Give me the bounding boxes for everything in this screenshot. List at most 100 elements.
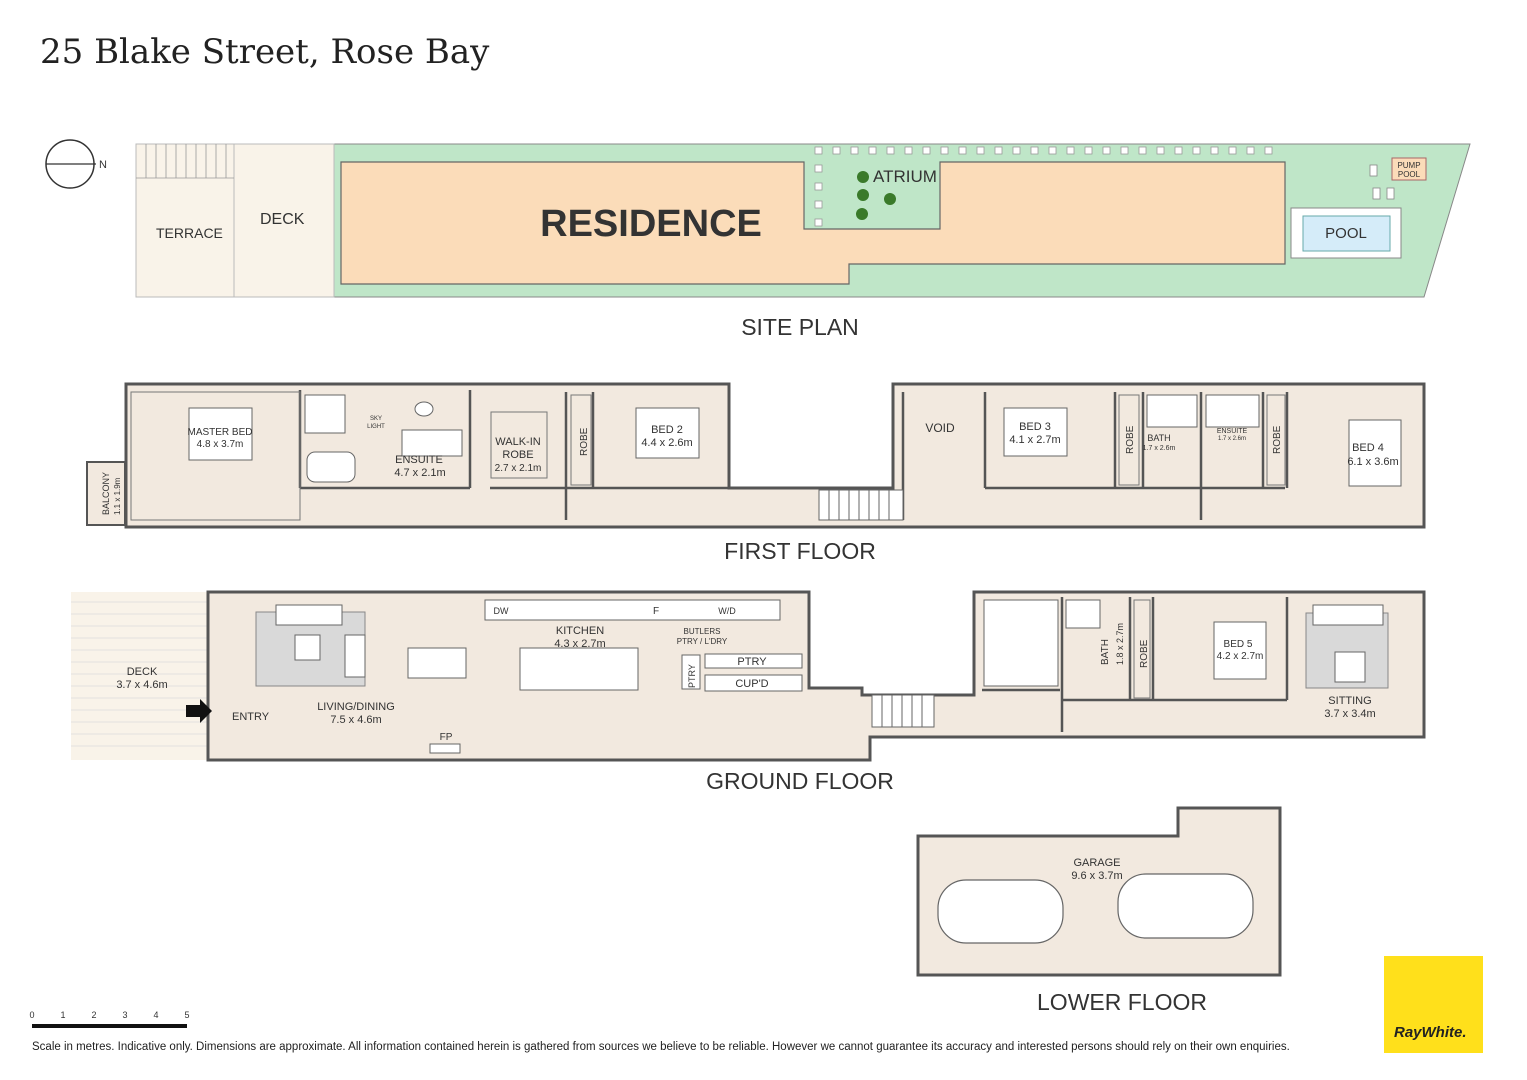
raywhite-logo[interactable]: RayWhite. — [1384, 956, 1483, 1053]
residence-label: RESIDENCE — [540, 203, 762, 245]
garden-pavers — [814, 146, 1273, 227]
pump-label: PUMP — [1397, 161, 1420, 170]
pantry-shelf — [704, 653, 803, 669]
pantry-cabinet — [681, 654, 701, 690]
balcony-label: BALCONY — [101, 472, 111, 515]
bed5-label: BED 5 — [1224, 639, 1253, 650]
balcony-dim: 1.1 x 1.9m — [113, 477, 122, 515]
pool — [1302, 215, 1391, 252]
sofa-icon — [1312, 604, 1384, 626]
pool-label: POOL — [1325, 225, 1367, 242]
terrace-area — [135, 143, 235, 298]
ground-floor: DECK 3.7 x 4.6m ENTRY LIVING/DINING 7.5 … — [71, 590, 1426, 794]
bed4-icon — [1348, 419, 1402, 487]
tree-icon — [856, 208, 868, 220]
deck-dim: 3.7 x 4.6m — [116, 679, 167, 691]
bed2-label: BED 2 — [651, 424, 683, 436]
robe-label: ROBE — [1272, 425, 1283, 454]
entry-arrow-icon — [186, 699, 212, 723]
toilet-icon — [414, 401, 434, 417]
washer-dryer-label: W/D — [718, 606, 736, 616]
tree-icon — [857, 189, 869, 201]
kitchen-label: KITCHEN — [556, 625, 604, 637]
terrace-label: TERRACE — [156, 225, 223, 241]
bathtub-icon — [306, 451, 356, 483]
car-icon — [937, 879, 1064, 944]
atrium-label: ATRIUM — [873, 167, 937, 186]
scale-tick: 3 — [122, 1010, 127, 1020]
walkin-label: WALK-IN — [495, 436, 540, 448]
master-bed-label: MASTER BED — [187, 427, 252, 438]
void-label: VOID — [925, 421, 955, 435]
bed3-dim: 4.1 x 2.7m — [1009, 434, 1060, 446]
sofa-icon — [344, 634, 366, 678]
entry-label: ENTRY — [232, 711, 270, 723]
shower-icon — [1065, 599, 1101, 629]
sofa-icon — [275, 604, 343, 626]
scale-tick: 4 — [153, 1010, 158, 1020]
lower-floor: GARAGE 9.6 x 3.7m LOWER FLOOR — [916, 806, 1282, 1015]
site-plan-heading: SITE PLAN — [741, 314, 859, 340]
cupboard-label: CUP'D — [735, 678, 768, 690]
vanity-icon — [401, 429, 463, 457]
ensuite2-dim: 1.7 x 2.6m — [1218, 436, 1246, 442]
robe-label: ROBE — [1125, 425, 1136, 454]
butlers-label: BUTLERS — [684, 627, 721, 636]
kitchen-island — [519, 647, 639, 691]
shower-icon — [1205, 394, 1260, 428]
first-floor: BALCONY 1.1 x 1.9m — [86, 382, 1426, 564]
bath-dim: 1.8 x 2.7m — [1115, 623, 1125, 665]
scale-tick: 0 — [29, 1010, 34, 1020]
scale-tick: 2 — [91, 1010, 96, 1020]
living-dim: 7.5 x 4.6m — [330, 714, 381, 726]
sitting-label: SITTING — [1328, 695, 1371, 707]
garage-dim: 9.6 x 3.7m — [1071, 870, 1122, 882]
bed5-icon — [1213, 621, 1267, 680]
ground-floor-heading: GROUND FLOOR — [706, 768, 894, 794]
bed5-dim: 4.2 x 2.7m — [1217, 651, 1264, 662]
first-floor-outline — [124, 382, 1426, 529]
dishwasher-label: DW — [494, 606, 509, 616]
robe-label: ROBE — [1139, 639, 1150, 668]
stairs-ground-floor — [871, 694, 935, 728]
car-icon — [1117, 873, 1254, 939]
kitchen-bench — [484, 599, 781, 621]
pantry-side-label: PTRY — [687, 664, 697, 688]
bath-dim: 1.7 x 2.6m — [1143, 445, 1176, 452]
skylight-label-2: LIGHT — [367, 424, 385, 430]
page-title: 25 Blake Street, Rose Bay — [40, 32, 490, 72]
garage-label: GARAGE — [1073, 857, 1120, 869]
pantry-label: PTRY — [737, 656, 767, 668]
fireplace-label: FP — [440, 732, 453, 743]
butlers-sub-label: PTRY / L'DRY — [677, 637, 728, 646]
stairs-lower-icon — [983, 599, 1059, 687]
bed2-icon — [635, 407, 700, 459]
skylight-label: SKY — [370, 416, 382, 422]
bath-label: BATH — [1100, 639, 1111, 665]
master-bed-dim: 4.8 x 3.7m — [197, 439, 244, 450]
disclaimer-text: Scale in metres. Indicative only. Dimens… — [32, 1041, 1290, 1053]
robe-label: ROBE — [579, 427, 590, 456]
shower-icon — [1146, 394, 1198, 428]
bed3-icon — [1003, 407, 1068, 457]
walkin-robe-label: ROBE — [502, 449, 533, 461]
scale-bar: 0 1 2 3 4 5 — [29, 1010, 190, 1028]
pump-pool-label: POOL — [1398, 170, 1421, 179]
north-label: N — [99, 159, 107, 171]
bed4-dim: 6.1 x 3.6m — [1347, 456, 1398, 468]
deck-label: DECK — [127, 666, 158, 678]
bath-label: BATH — [1147, 433, 1170, 443]
deck-label: DECK — [260, 211, 305, 228]
balcony — [86, 461, 126, 526]
bed4-label: BED 4 — [1352, 442, 1384, 454]
stairs-first-floor — [818, 489, 904, 521]
deck-area — [233, 143, 335, 298]
coffee-table-icon — [294, 634, 321, 661]
residence-footprint — [340, 161, 1286, 285]
walkin-dim: 2.7 x 2.1m — [495, 463, 542, 474]
sitting-dim: 3.7 x 3.4m — [1324, 708, 1375, 720]
first-floor-heading: FIRST FLOOR — [724, 538, 876, 564]
bed2-dim: 4.4 x 2.6m — [641, 437, 692, 449]
tree-icon — [857, 171, 869, 183]
bed3-label: BED 3 — [1019, 421, 1051, 433]
